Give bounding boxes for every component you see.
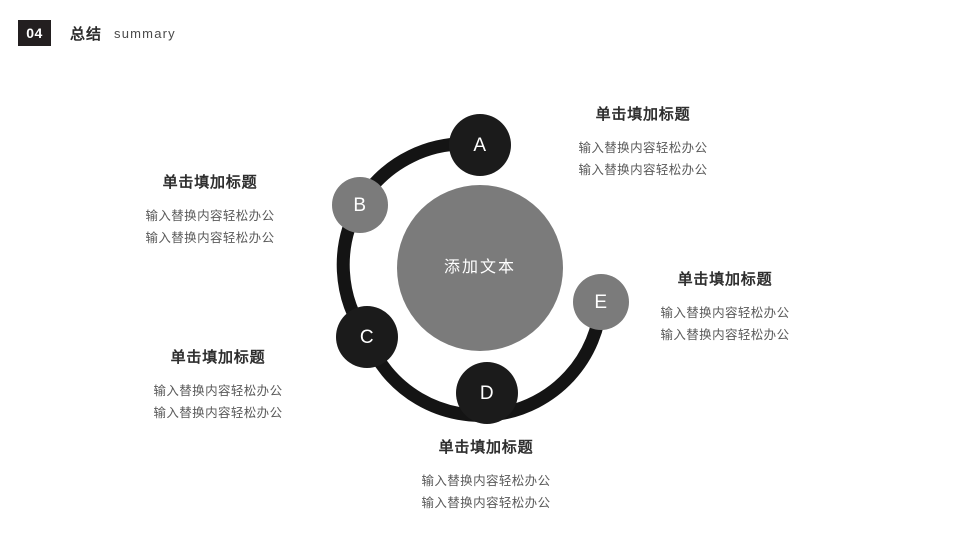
hub-circle[interactable]	[397, 185, 563, 351]
callout-line-d-2: 输入替换内容轻松办公	[421, 496, 551, 510]
node-circle-b[interactable]	[332, 177, 388, 233]
callout-line-e-2: 输入替换内容轻松办公	[660, 328, 790, 342]
node-circle-a[interactable]	[449, 114, 511, 176]
callout-line-b-2: 输入替换内容轻松办公	[145, 231, 275, 245]
callout-block-e: 单击填加标题 输入替换内容轻松办公 输入替换内容轻松办公	[635, 268, 815, 346]
callout-line-c-1: 输入替换内容轻松办公	[153, 384, 283, 398]
section-title-cn: 总结	[70, 25, 103, 43]
callout-title-a: 单击填加标题	[595, 106, 691, 123]
callout-line-d-1: 输入替换内容轻松办公	[421, 474, 551, 488]
callout-line-b-1: 输入替换内容轻松办公	[145, 209, 275, 223]
callout-block-a: 单击填加标题 输入替换内容轻松办公 输入替换内容轻松办公	[553, 103, 733, 181]
callout-title-b: 单击填加标题	[162, 174, 258, 191]
callout-title-d: 单击填加标题	[438, 439, 534, 456]
section-number-badge: 04	[18, 20, 51, 46]
node-circle-d[interactable]	[456, 362, 518, 424]
callout-line-e-1: 输入替换内容轻松办公	[660, 306, 790, 320]
callout-block-c: 单击填加标题 输入替换内容轻松办公 输入替换内容轻松办公	[128, 346, 308, 424]
callout-block-d: 单击填加标题 输入替换内容轻松办公 输入替换内容轻松办公	[396, 436, 576, 514]
callout-line-a-2: 输入替换内容轻松办公	[578, 163, 708, 177]
callout-block-b: 单击填加标题 输入替换内容轻松办公 输入替换内容轻松办公	[120, 171, 300, 249]
node-circle-e[interactable]	[573, 274, 629, 330]
section-title-en: summary	[114, 25, 176, 41]
node-circle-c[interactable]	[336, 306, 398, 368]
callout-line-c-2: 输入替换内容轻松办公	[153, 406, 283, 420]
callout-title-e: 单击填加标题	[677, 271, 773, 288]
callout-title-c: 单击填加标题	[170, 349, 266, 366]
slide-header: 04 总结 summary	[18, 20, 176, 46]
callout-line-a-1: 输入替换内容轻松办公	[578, 141, 708, 155]
